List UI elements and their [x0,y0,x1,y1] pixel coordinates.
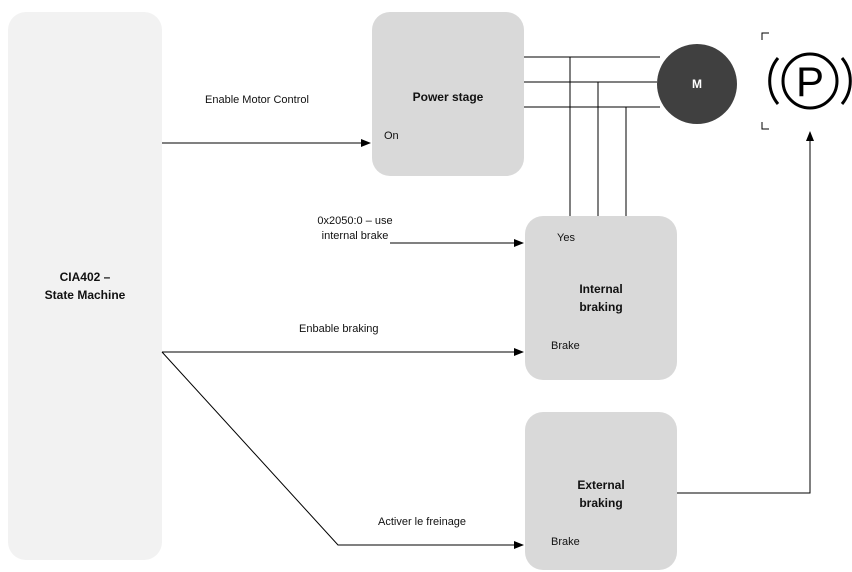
state-machine-title: CIA402 – State Machine [44,270,126,302]
internal-braking-brake-port: Brake [551,340,580,352]
power-stage-title: Power stage [412,90,484,104]
parking-brake-icon: P [761,32,852,130]
power-stage-on-port: On [384,130,399,142]
external-braking-title: External braking [577,478,625,510]
use-internal-brake-label: 0x2050:0 – use internal brake [317,215,393,242]
enable-braking-label: Enbable braking [299,323,379,335]
activer-freinage-label: Activer le freinage [378,516,467,528]
power-stage-block [372,12,524,176]
state-machine-block [8,12,162,560]
internal-braking-title: Internal braking [579,282,623,314]
activer-freinage-arrow [161,351,524,549]
enable-motor-control-label: Enable Motor Control [205,94,309,106]
external-braking-block [525,412,677,570]
internal-braking-yes-port: Yes [557,232,575,244]
external-braking-brake-port: Brake [551,536,580,548]
internal-braking-block [525,216,677,380]
external-to-parking-arrow [677,131,814,494]
motor-circle: M [657,44,737,124]
motor-label: M [692,77,702,91]
parking-letter: P [796,58,824,105]
